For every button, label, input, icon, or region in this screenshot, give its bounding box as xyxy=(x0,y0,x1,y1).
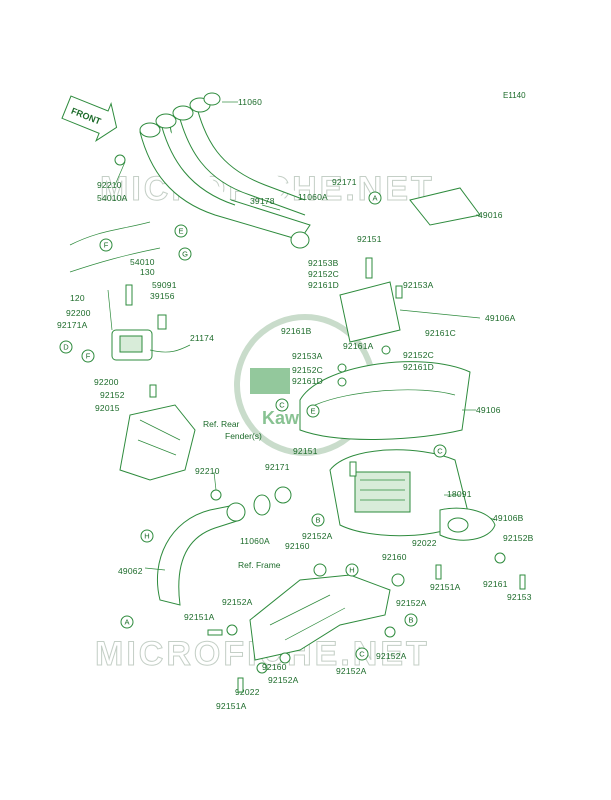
callout-letter: B xyxy=(315,516,320,525)
callout-letter: A xyxy=(372,194,377,203)
callout-letter: A xyxy=(124,618,129,627)
part-label: 92210 xyxy=(195,466,220,476)
part-label: 49016 xyxy=(478,210,503,220)
leader-lines xyxy=(114,101,496,571)
part-label: 92171 xyxy=(332,177,357,187)
part-label: 92161 xyxy=(483,579,508,589)
part-label: 92153B xyxy=(308,258,339,268)
fasteners xyxy=(207,257,526,693)
part-label: 11060A xyxy=(240,536,270,546)
callout-letter: D xyxy=(63,343,69,352)
part-label: 92152A xyxy=(222,597,253,607)
reference-notes: Ref. Rear Fender(s) Ref. Frame xyxy=(203,419,281,570)
callout-letter: C xyxy=(279,401,285,410)
muffler-cover-assembly xyxy=(299,187,481,440)
part-label: 92160 xyxy=(382,552,407,562)
ref-rear-fender-line1: Ref. Rear xyxy=(203,419,240,429)
callout-letter: F xyxy=(86,352,91,361)
front-arrow-icon: FRONT xyxy=(61,95,118,142)
ref-frame: Ref. Frame xyxy=(238,560,281,570)
part-label: 49106 xyxy=(476,405,501,415)
connecting-pipe xyxy=(156,486,292,606)
part-label: 54010A xyxy=(97,193,128,203)
callout-letter: E xyxy=(310,407,315,416)
part-label: 21174 xyxy=(190,333,214,343)
ref-rear-fender-line2: Fender(s) xyxy=(225,431,262,441)
sensor-bracket-assembly xyxy=(107,284,196,481)
part-label: 92171 xyxy=(265,462,290,472)
part-label: 92171A xyxy=(57,320,88,330)
callout-letter: G xyxy=(182,250,188,259)
callout-letter: H xyxy=(144,532,149,541)
part-label: 39156 xyxy=(150,291,175,301)
part-number-labels: 11060 92210 54010A 39178 92171 11060A 92… xyxy=(57,97,534,711)
part-label: 49062 xyxy=(118,566,143,576)
part-label: 120 xyxy=(70,293,85,303)
part-label: 11060A xyxy=(298,192,328,202)
callout-letter: B xyxy=(408,616,413,625)
part-label: 92161D xyxy=(308,280,339,290)
part-label: 92160 xyxy=(262,662,287,672)
callout-letter: C xyxy=(437,447,443,456)
part-label: 92152A xyxy=(336,666,367,676)
part-label: 92153A xyxy=(403,280,434,290)
part-label: 18091 xyxy=(447,489,472,499)
part-label: 92152C xyxy=(292,365,323,375)
part-label: 92160 xyxy=(285,541,310,551)
part-label: 92151A xyxy=(216,701,247,711)
part-label: 92152A xyxy=(302,531,333,541)
part-label: 59091 xyxy=(152,280,177,290)
part-label: 92161D xyxy=(403,362,434,372)
callout-letter: E xyxy=(178,227,183,236)
part-label: 39178 xyxy=(250,196,275,206)
part-label: 92152B xyxy=(503,533,534,543)
muffler-body xyxy=(329,449,496,541)
part-label: 92200 xyxy=(94,377,119,387)
part-label: 92152 xyxy=(100,390,125,400)
part-label: 11060 xyxy=(238,97,262,107)
part-label: 92152C xyxy=(403,350,434,360)
part-label: 92015 xyxy=(95,403,120,413)
part-label: 92152C xyxy=(308,269,339,279)
part-label: 49106A xyxy=(485,313,516,323)
part-label: 92161C xyxy=(425,328,456,338)
frame-bracket xyxy=(226,563,405,674)
part-label: 49106B xyxy=(493,513,524,523)
part-label: 92022 xyxy=(412,538,437,548)
part-label: 130 xyxy=(140,267,155,277)
part-label: 92152A xyxy=(268,675,299,685)
callout-letter: H xyxy=(349,566,354,575)
part-label: 92210 xyxy=(97,180,122,190)
part-label: 92022 xyxy=(235,687,260,697)
part-label: 92153A xyxy=(292,351,323,361)
callout-letters: A E F G D F C E C B H H A B C xyxy=(59,191,447,661)
part-label: 92161D xyxy=(292,376,323,386)
exhaust-header-assembly xyxy=(69,92,311,273)
part-label: 54010 xyxy=(130,257,155,267)
part-label: 92161A xyxy=(343,341,374,351)
part-label: 92200 xyxy=(66,308,91,318)
part-label: 92151 xyxy=(293,446,318,456)
part-label: 92152A xyxy=(376,651,407,661)
part-label: 92151A xyxy=(184,612,215,622)
callout-letter: F xyxy=(104,241,109,250)
part-label: 92161B xyxy=(281,326,312,336)
part-label: 92152A xyxy=(396,598,427,608)
callout-letter: C xyxy=(359,650,365,659)
diagram-code: E1140 xyxy=(503,91,526,100)
part-label: 92151A xyxy=(430,582,461,592)
part-label: 92153 xyxy=(507,592,532,602)
part-label: 92151 xyxy=(357,234,382,244)
